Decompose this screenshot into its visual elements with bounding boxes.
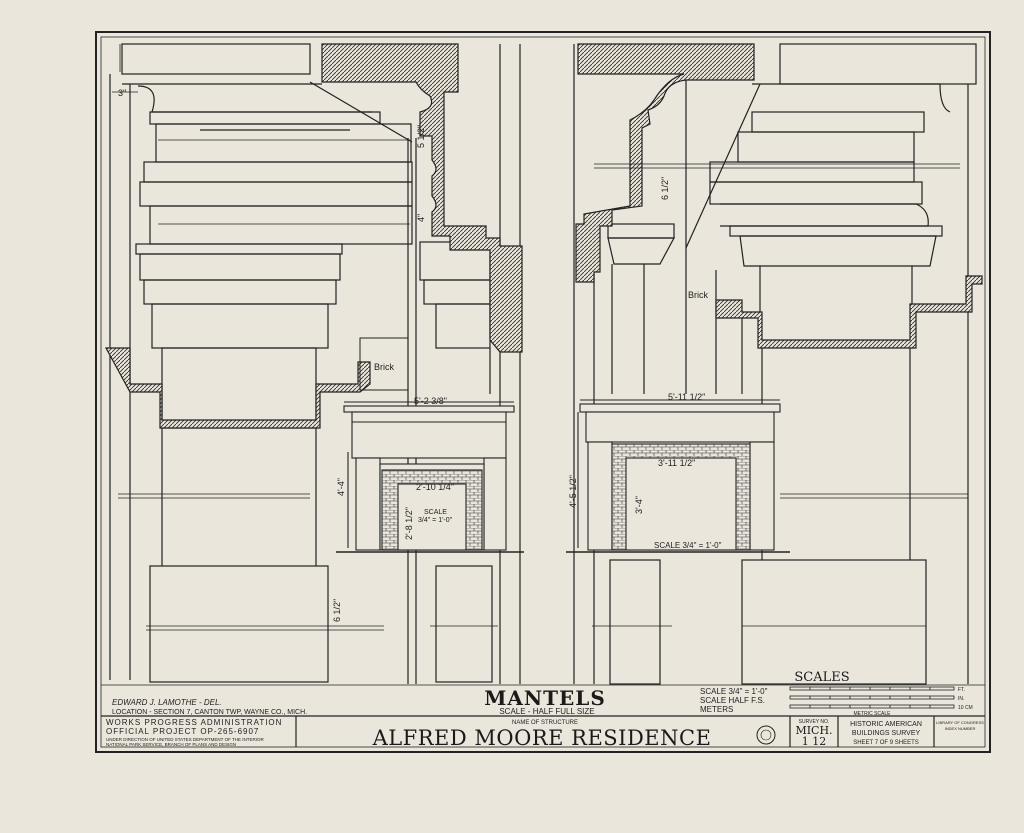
brick-right-label: Brick	[688, 290, 708, 300]
scale-unit-2: IN.	[958, 696, 964, 702]
brick-left-label: Brick	[374, 362, 394, 372]
left-width-dim: 5'-2 3/8"	[414, 396, 447, 406]
right-width-dim: 5'-11 1/2"	[668, 392, 705, 402]
loc-line-1: LIBRARY OF CONGRESS	[936, 720, 984, 725]
dim-6-1-2-top: 6 1/2"	[660, 177, 670, 200]
scale-row-1: SCALE 3/4" = 1'-0"	[700, 687, 768, 696]
right-opening-height: 3'-4"	[634, 496, 644, 514]
drawing-title: MANTELS	[484, 686, 606, 710]
right-mantel-elevation	[566, 399, 790, 553]
scale-row-2: SCALE HALF F.S.	[700, 696, 765, 705]
survey-label: SURVEY NO.	[799, 719, 830, 725]
left-opening-height: 2'-8 1/2"	[404, 507, 414, 540]
loc-line-2: INDEX NUMBER	[945, 726, 976, 731]
dim-5-1-2: 5 1/2"	[416, 125, 426, 148]
right-scale-label: SCALE 3/4" = 1'-0"	[654, 541, 722, 550]
title-block	[101, 684, 985, 747]
right-shelf-section	[575, 43, 755, 283]
drawing-scale-note: SCALE - HALF FULL SIZE	[499, 707, 594, 716]
scale-unit-3: 10 CM	[958, 705, 973, 711]
sheet-line: SHEET 7 OF 9 SHEETS	[853, 740, 919, 746]
left-height-dim: 4'-4"	[336, 478, 346, 496]
habs-line-2: BUILDINGS SURVEY	[852, 730, 921, 737]
left-wall-section	[104, 347, 371, 429]
delineator: EDWARD J. LAMOTHE - DEL.	[112, 698, 222, 707]
left-mantel-elevation	[336, 401, 524, 553]
dim-3in: 3"	[118, 88, 126, 98]
structure-name: ALFRED MOORE RESIDENCE	[372, 726, 712, 750]
dimension-lines	[112, 44, 968, 631]
wpa-line-1: WORKS PROGRESS ADMINISTRATION	[106, 718, 282, 727]
left-scale-label: SCALE	[424, 509, 447, 516]
wpa-line-2: OFFICIAL PROJECT OP-265-6907	[106, 727, 259, 736]
wpa-line-3: UNDER DIRECTION OF UNITED STATES DEPARTM…	[106, 737, 265, 742]
annotations: 3" 5 1/2" 4" 6 1/2" 6 1/2" Brick Brick 5…	[118, 88, 722, 622]
scale-unit-1: FT.	[958, 687, 965, 693]
survey-state: MICH.	[795, 724, 832, 737]
right-wall-section	[715, 275, 983, 349]
scales-block: SCALES SCALE 3/4" = 1'-0" SCALE HALF F.S…	[700, 670, 973, 717]
outer-border	[95, 31, 991, 753]
left-opening-width: 2'-10 1/4"	[416, 482, 454, 492]
seal-icon	[756, 725, 776, 745]
scales-heading: SCALES	[794, 670, 849, 685]
left-brick-box	[359, 337, 409, 391]
location: LOCATION - SECTION 7, CANTON TWP, WAYNE …	[112, 709, 307, 716]
left-shelf-section	[321, 43, 523, 353]
metric-scale-label: METRIC SCALE	[854, 711, 892, 717]
habs-line-1: HISTORIC AMERICAN	[850, 721, 922, 728]
scale-row-3: METERS	[700, 705, 733, 714]
right-opening-width: 3'-11 1/2"	[658, 458, 695, 468]
name-of-structure-label: NAME OF STRUCTURE	[512, 720, 578, 726]
inner-border	[100, 36, 986, 748]
wpa-line-4: NATIONAL PARK SERVICE, BRANCH OF PLANS A…	[106, 742, 236, 747]
dim-6-1-2-bottom: 6 1/2"	[332, 599, 342, 622]
survey-number: 1 12	[802, 735, 827, 748]
left-scale-value: 3/4" = 1'-0"	[418, 517, 453, 524]
dim-4: 4"	[416, 214, 426, 222]
right-height-dim: 4'-5 1/2"	[568, 475, 578, 508]
